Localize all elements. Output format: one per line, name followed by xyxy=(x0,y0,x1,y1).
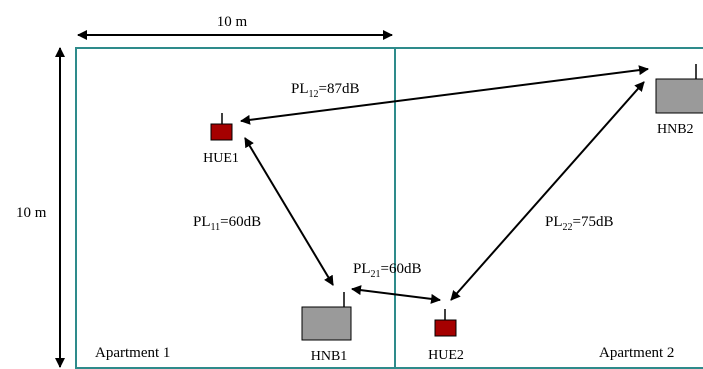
hue2-label: HUE2 xyxy=(428,348,464,363)
link-pl12-arrow xyxy=(240,65,649,125)
apartment-1-label: Apartment 1 xyxy=(95,345,170,361)
link-pl21-arrow xyxy=(351,285,441,304)
link-pl11-label: PL11=60dB xyxy=(193,214,261,233)
apartment-2-label: Apartment 2 xyxy=(599,345,674,361)
link-pl12-label: PL12=87dB xyxy=(291,81,359,100)
hue2-device xyxy=(434,309,457,337)
top-dimension-label: 10 m xyxy=(217,14,248,30)
hnb2-device xyxy=(655,64,703,114)
side-dimension-label: 10 m xyxy=(16,205,47,221)
link-pl21-label: PL21=60dB xyxy=(353,261,421,280)
hnb1-label: HNB1 xyxy=(311,349,348,364)
hue1-device xyxy=(210,113,233,141)
link-pl22-label: PL22=75dB xyxy=(545,214,613,233)
hnb2-label: HNB2 xyxy=(657,122,694,137)
hnb1-device xyxy=(301,292,352,341)
apartment-2-wall xyxy=(394,47,703,369)
link-pl22-arrow xyxy=(450,81,645,301)
link-pl11-arrow xyxy=(244,137,334,286)
hue1-label: HUE1 xyxy=(203,151,239,166)
